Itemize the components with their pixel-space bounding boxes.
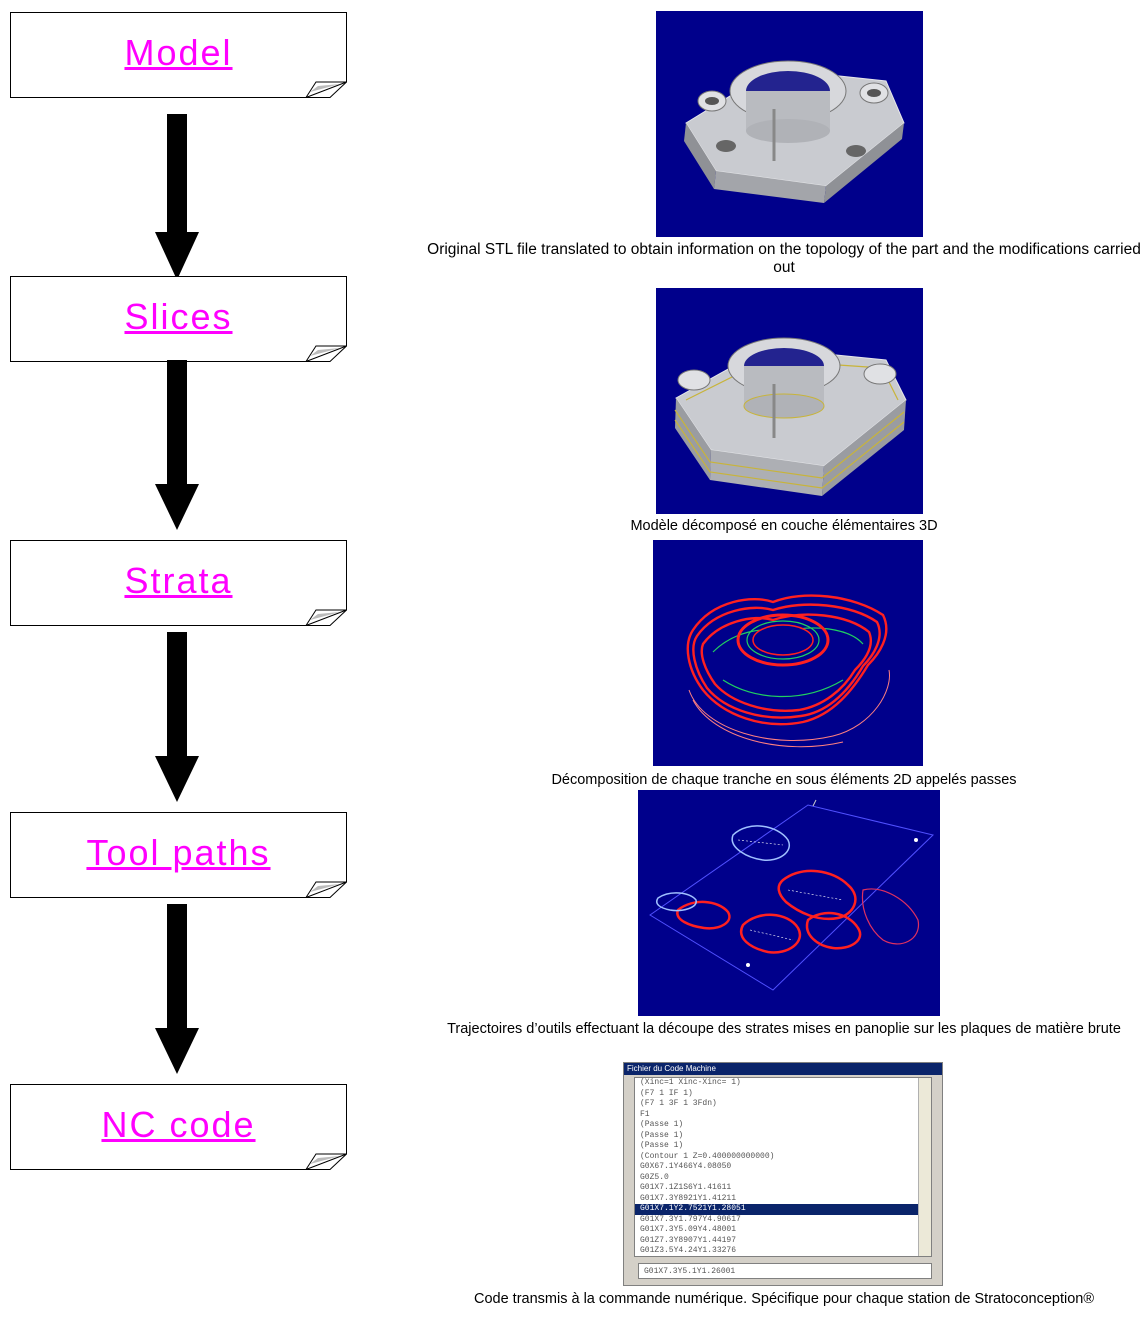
nc-code-line[interactable]: G01X7.3Y8921Y1.41211 bbox=[640, 1193, 737, 1203]
step-frame bbox=[10, 1084, 347, 1170]
step-frame bbox=[10, 812, 347, 898]
nc-code-line[interactable]: (Passe 1) bbox=[640, 1120, 684, 1129]
step-slices: Slices bbox=[10, 276, 347, 362]
nc-code-line[interactable]: (Passe 1) bbox=[640, 1141, 684, 1150]
nc-code-line[interactable]: G01X7.3Y1.797Y4.90617 bbox=[640, 1214, 741, 1224]
step-link-model[interactable]: Model bbox=[124, 32, 233, 73]
nc-code-line[interactable]: G01X7.1Z1S6Y1.41611 bbox=[640, 1183, 732, 1192]
step-frame bbox=[10, 12, 347, 98]
slices-render-image bbox=[656, 288, 923, 514]
nc-code-line[interactable]: F1 bbox=[640, 1109, 650, 1119]
window-title: Fichier du Code Machine bbox=[624, 1063, 942, 1075]
nc-code-line[interactable]: (Passe 1) bbox=[640, 1130, 684, 1140]
nc-code-line[interactable]: (Contour 1 Z=0.400000000000) bbox=[640, 1151, 775, 1161]
step-frame bbox=[10, 276, 347, 362]
nc-code-line[interactable]: (Xinc=1 Xinc-Xinc= 1) bbox=[640, 1078, 741, 1087]
nc-code-line[interactable]: G01Z3.5Y4.24Y1.33276 bbox=[640, 1246, 737, 1255]
nc-code-listing[interactable]: (Xinc=1 Xinc-Xinc= 1)(F7 1 IF 1)(F7 1 3F… bbox=[634, 1077, 932, 1257]
arrow-down-icon bbox=[155, 360, 199, 530]
step-frame bbox=[10, 540, 347, 626]
cad-sliced-model-icon bbox=[674, 337, 907, 496]
nc-code-line[interactable]: G01X7.3Y5.09Y4.48001 bbox=[640, 1225, 737, 1234]
nc-code-line[interactable]: (F7 1 3F 1 3Fdn) bbox=[640, 1099, 717, 1108]
cad-part-model-icon bbox=[684, 60, 905, 203]
step-nc-code: NC code bbox=[10, 1084, 347, 1170]
nc-code-window: Fichier du Code Machine (Xinc=1 Xinc-Xin… bbox=[623, 1062, 943, 1286]
nc-code-line[interactable]: G0X67.1Y466Y4.08050 bbox=[640, 1162, 732, 1171]
step-tool-paths: Tool paths bbox=[10, 812, 347, 898]
tool-paths-layout-icon bbox=[649, 799, 935, 991]
caption-slices: Modèle décomposé en couche élémentaires … bbox=[630, 518, 938, 534]
step-strata: Strata bbox=[10, 540, 347, 626]
nc-code-line[interactable]: G01Z7.3Y8907Y1.44197 bbox=[640, 1235, 737, 1245]
step-link-slices[interactable]: Slices bbox=[124, 296, 233, 337]
model-render-image bbox=[656, 11, 923, 237]
tool-paths-render-image bbox=[638, 790, 940, 1016]
strata-contours-icon bbox=[686, 594, 890, 748]
step-model: Model bbox=[10, 12, 347, 98]
step-link-tool-paths[interactable]: Tool paths bbox=[86, 832, 271, 873]
nc-code-line[interactable]: G01X7.1Y2.7521Y1.28051 bbox=[635, 1204, 931, 1215]
caption-strata: Décomposition de chaque tranche en sous … bbox=[551, 772, 1017, 788]
arrow-down-icon bbox=[155, 114, 199, 280]
scrollbar[interactable] bbox=[918, 1078, 931, 1256]
caption-nc-code: Code transmis à la commande numérique. S… bbox=[473, 1291, 1095, 1307]
nc-code-line[interactable]: G01Z3.5Y4.6Y1.50412 bbox=[635, 1257, 931, 1258]
step-link-strata[interactable]: Strata bbox=[124, 560, 233, 601]
caption-tool-paths: Trajectoires d’outils effectuant la déco… bbox=[447, 1021, 1121, 1037]
nc-code-line[interactable]: G0Z5.0 bbox=[640, 1172, 669, 1182]
arrow-down-icon bbox=[155, 632, 199, 802]
strata-render-image bbox=[653, 540, 923, 766]
caption-model: Original STL file translated to obtain i… bbox=[427, 241, 1141, 276]
nc-code-input[interactable]: G01X7.3Y5.1Y1.26001 bbox=[638, 1263, 932, 1279]
arrow-down-icon bbox=[155, 904, 199, 1074]
step-link-nc-code[interactable]: NC code bbox=[101, 1104, 256, 1145]
nc-code-line[interactable]: (F7 1 IF 1) bbox=[640, 1088, 693, 1098]
